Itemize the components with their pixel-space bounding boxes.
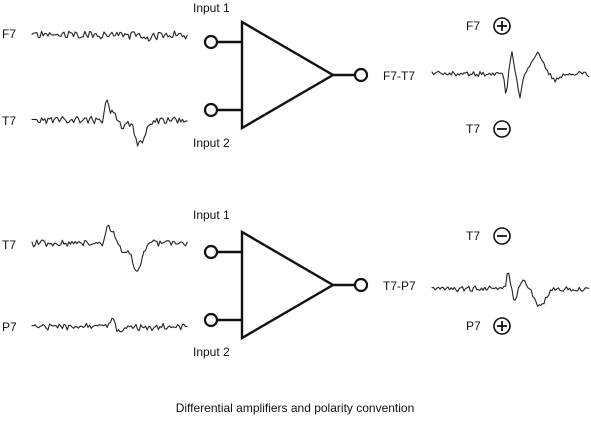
bottom-output-terminal bbox=[353, 277, 369, 293]
bottom-left-label-2: P7 bbox=[2, 320, 17, 334]
minus-circle-icon bbox=[493, 227, 511, 245]
bottom-right-pos-label: P7 bbox=[466, 319, 481, 333]
top-input1-terminal bbox=[203, 34, 219, 50]
top-right-pos-label: F7 bbox=[466, 19, 480, 33]
figure-caption: Differential amplifiers and polarity con… bbox=[176, 401, 415, 415]
bottom-input1-terminal bbox=[203, 244, 219, 260]
plus-circle-icon bbox=[493, 317, 511, 335]
top-input2-label: Input 2 bbox=[193, 136, 230, 150]
top-left-label-2: T7 bbox=[2, 114, 16, 128]
top-input1-label: Input 1 bbox=[193, 1, 230, 15]
top-input2-terminal bbox=[203, 102, 219, 118]
bottom-input1-label: Input 1 bbox=[193, 208, 230, 222]
top-f7-waveform bbox=[31, 30, 188, 42]
bottom-output-label: T7-P7 bbox=[383, 279, 416, 293]
top-t7-waveform bbox=[31, 99, 188, 147]
bottom-input2-terminal bbox=[203, 312, 219, 328]
bottom-amplifier-triangle bbox=[240, 229, 336, 341]
bottom-p7-waveform bbox=[31, 317, 188, 333]
bottom-right-neg-label: T7 bbox=[466, 229, 480, 243]
bottom-panel: T7 P7 Input 1 Input 2 T7-P7 T7 P7 bbox=[2, 208, 590, 359]
top-panel: F7 T7 Input 1 Input 2 F7-T7 F7 T7 bbox=[2, 1, 590, 150]
bottom-output-waveform bbox=[431, 272, 590, 307]
bottom-t7-waveform bbox=[31, 224, 188, 272]
top-left-label-1: F7 bbox=[2, 27, 16, 41]
top-output-terminal bbox=[353, 67, 369, 83]
minus-circle-icon bbox=[493, 120, 511, 138]
top-amplifier-triangle bbox=[240, 19, 336, 131]
top-right-neg-label: T7 bbox=[466, 122, 480, 136]
bottom-input2-label: Input 2 bbox=[193, 345, 230, 359]
top-output-waveform bbox=[431, 51, 590, 99]
plus-circle-icon bbox=[493, 17, 511, 35]
bottom-left-label-1: T7 bbox=[2, 238, 16, 252]
top-output-label: F7-T7 bbox=[383, 69, 415, 83]
